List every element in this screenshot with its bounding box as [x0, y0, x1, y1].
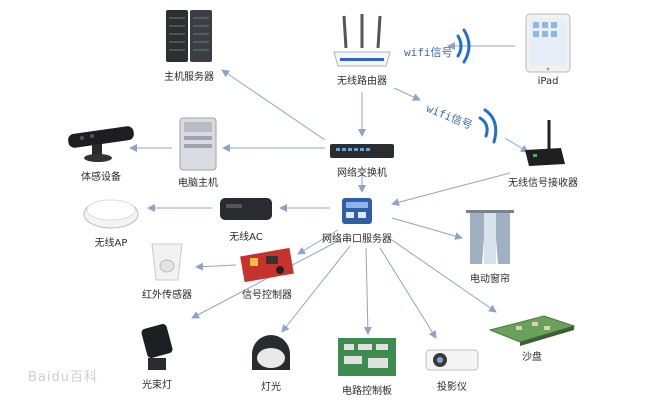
network-switch-icon — [330, 144, 394, 158]
node-network-switch[interactable]: 网络交换机 — [328, 140, 396, 179]
arrow-serial-to-signal-controller — [297, 229, 339, 255]
server-rack-icon — [166, 10, 212, 62]
node-light[interactable]: 灯光 — [246, 332, 296, 393]
label-motion-device: 体感设备 — [81, 172, 121, 183]
arrow-switch-to-host-server — [221, 69, 326, 141]
arrow-serial-to-light — [281, 245, 351, 333]
wifi-signal-label-top: wifi信号 — [404, 46, 453, 59]
curtain-icon — [466, 210, 514, 264]
node-beam-light[interactable]: 光束灯 — [130, 318, 184, 391]
infrared-sensor-icon — [151, 243, 183, 281]
arrow-signal-controller-to-ir — [195, 262, 237, 271]
wifi-arcs-top — [456, 28, 471, 64]
arrow-serial-to-curtain — [391, 217, 463, 240]
node-motion-device[interactable]: 体感设备 — [62, 124, 140, 183]
label-electric-curtain: 电动窗帘 — [470, 274, 510, 285]
light-fixture-icon — [252, 335, 290, 370]
sand-table-model-icon — [488, 315, 576, 346]
label-serial-server: 网络串口服务器 — [322, 234, 392, 245]
access-point-icon — [83, 199, 139, 229]
node-pc-host[interactable]: 电脑主机 — [172, 116, 224, 189]
node-host-server[interactable]: 主机服务器 — [158, 8, 220, 83]
node-ir-sensor[interactable]: 红外传感器 — [142, 240, 192, 301]
arrow-serial-to-sand-table — [391, 239, 497, 313]
node-electric-curtain[interactable]: 电动窗帘 — [462, 206, 518, 285]
projector-icon — [425, 349, 479, 371]
node-wireless-receiver[interactable]: 无线信号接收器 — [508, 116, 578, 189]
arrow-serial-to-beam-light — [191, 239, 341, 319]
arrow-serial-to-circuit-board — [363, 247, 372, 335]
arrow-receiver-to-serial — [391, 172, 511, 207]
node-circuit-board[interactable]: 电路控制板 — [334, 334, 400, 397]
node-ipad[interactable]: iPad — [520, 12, 576, 87]
arrow-router-to-receiver — [393, 87, 421, 101]
node-wireless-router[interactable]: 无线路由器 — [330, 12, 394, 87]
label-network-switch: 网络交换机 — [337, 168, 387, 179]
controller-board-icon — [240, 247, 294, 283]
tablet-icon — [525, 13, 571, 73]
label-beam-light: 光束灯 — [142, 380, 172, 391]
arrow-wifi-to-receiver — [504, 137, 529, 153]
motion-sensor-icon — [68, 126, 134, 162]
node-wireless-ap[interactable]: 无线AP — [80, 192, 142, 249]
desktop-tower-icon — [179, 117, 217, 171]
label-light: 灯光 — [261, 382, 281, 393]
wireless-router-icon — [333, 14, 391, 67]
label-signal-controller: 信号控制器 — [242, 290, 292, 301]
node-wireless-ac[interactable]: 无线AC — [214, 192, 278, 243]
node-serial-server[interactable]: 网络串口服务器 — [322, 194, 392, 245]
label-wireless-router: 无线路由器 — [337, 76, 387, 87]
node-projector[interactable]: 投影仪 — [420, 342, 484, 393]
arrow-serial-to-projector — [379, 247, 437, 339]
label-wireless-receiver: 无线信号接收器 — [508, 178, 578, 189]
label-ipad: iPad — [537, 76, 559, 87]
node-signal-controller[interactable]: 信号控制器 — [236, 244, 298, 301]
receiver-antenna-icon — [525, 120, 565, 166]
label-projector: 投影仪 — [437, 382, 467, 393]
node-sand-table[interactable]: 沙盘 — [486, 312, 578, 363]
wireless-controller-icon — [220, 198, 272, 220]
beam-light-icon — [141, 324, 173, 370]
label-sand-table: 沙盘 — [522, 352, 542, 363]
label-ir-sensor: 红外传感器 — [142, 290, 192, 301]
label-wireless-ap: 无线AP — [94, 238, 128, 249]
circuit-board-icon — [338, 338, 396, 376]
label-host-server: 主机服务器 — [164, 72, 214, 83]
watermark: Baidu百科 — [28, 370, 98, 385]
serial-server-icon — [342, 198, 372, 224]
label-wireless-ac: 无线AC — [229, 232, 263, 243]
wifi-arcs-diagonal — [478, 108, 498, 144]
label-circuit-board: 电路控制板 — [342, 386, 392, 397]
label-pc-host: 电脑主机 — [178, 178, 218, 189]
